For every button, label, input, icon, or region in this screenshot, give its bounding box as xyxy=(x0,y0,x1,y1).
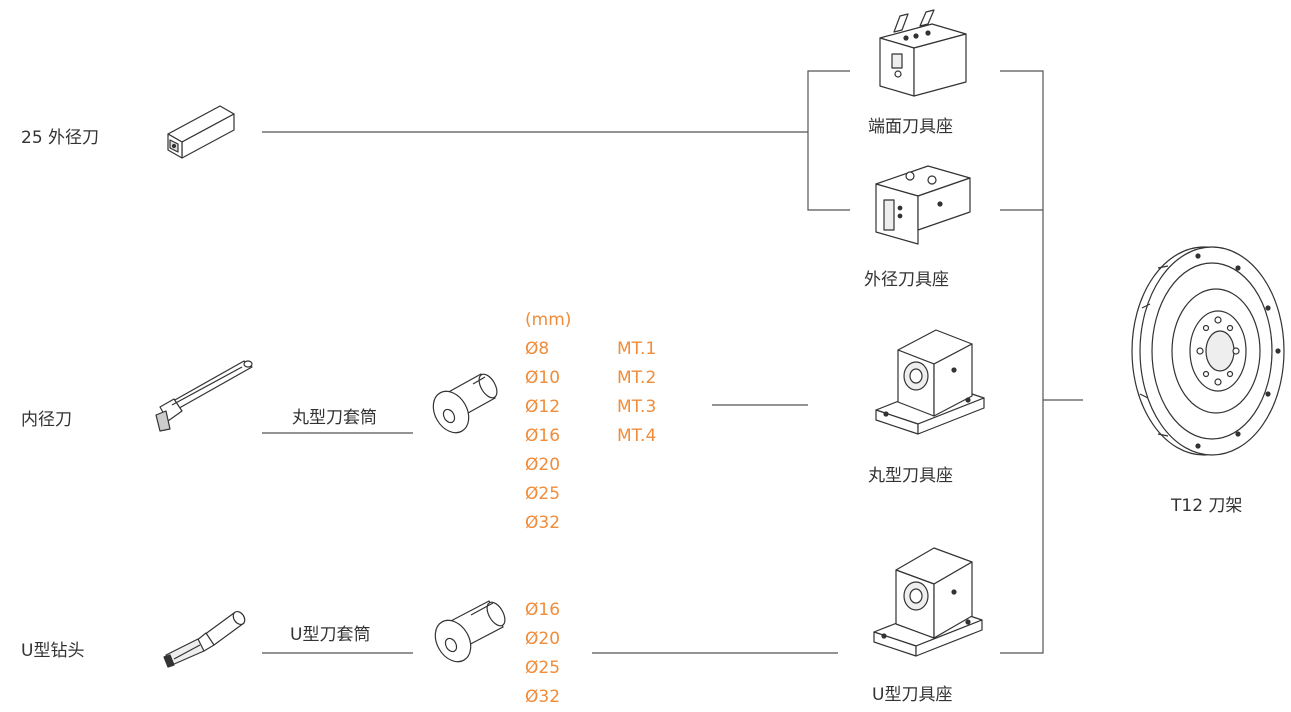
face-holder-label: 端面刀具座 xyxy=(868,117,953,137)
diameter-item: Ø16 xyxy=(525,426,561,446)
round-holder-label: 丸型刀具座 xyxy=(868,466,953,486)
morse-taper-item: MT.1 xyxy=(617,339,657,359)
round-diameter-list: (mm) Ø8 Ø10 Ø12 Ø16 Ø20 Ø25 Ø32 xyxy=(525,306,571,538)
diameter-item: Ø20 xyxy=(525,455,561,475)
diameter-item: Ø8 xyxy=(525,339,550,359)
boring-bar-icon xyxy=(152,355,262,440)
u-sleeve-label: U型刀套筒 xyxy=(290,625,371,645)
diameter-item: Ø12 xyxy=(525,397,561,417)
u-sleeve-icon xyxy=(425,595,515,671)
u-holder-icon xyxy=(870,540,986,657)
outer-holder-icon xyxy=(870,160,975,248)
round-holder-icon xyxy=(872,320,988,436)
diameter-item: Ø32 xyxy=(525,513,561,533)
u-drill-icon xyxy=(160,605,250,669)
u-drill-label: U型钻头 xyxy=(21,641,85,661)
morse-taper-list: MT.1 MT.2 MT.3 MT.4 xyxy=(617,335,656,451)
u-holder-label: U型刀具座 xyxy=(872,685,953,705)
diameter-item: Ø10 xyxy=(525,368,561,388)
turret-icon xyxy=(1118,238,1290,464)
diameter-item: Ø16 xyxy=(525,600,561,620)
outer-turning-tool-icon xyxy=(160,98,240,164)
boring-tool-label: 内径刀 xyxy=(21,410,72,430)
diameter-item: Ø25 xyxy=(525,658,561,678)
unit-label: (mm) xyxy=(525,310,572,330)
morse-taper-item: MT.3 xyxy=(617,397,657,417)
outer-turning-tool-label: 25 外径刀 xyxy=(21,128,100,148)
diameter-item: Ø25 xyxy=(525,484,561,504)
morse-taper-item: MT.4 xyxy=(617,426,657,446)
morse-taper-item: MT.2 xyxy=(617,368,657,388)
round-sleeve-icon xyxy=(423,368,503,440)
face-holder-icon xyxy=(872,9,972,100)
u-diameter-list: Ø16 Ø20 Ø25 Ø32 xyxy=(525,596,560,712)
diameter-item: Ø20 xyxy=(525,629,561,649)
outer-holder-label: 外径刀具座 xyxy=(864,270,949,290)
turret-label: T12 刀架 xyxy=(1171,496,1243,516)
diameter-item: Ø32 xyxy=(525,687,561,707)
round-sleeve-label: 丸型刀套筒 xyxy=(292,408,377,428)
